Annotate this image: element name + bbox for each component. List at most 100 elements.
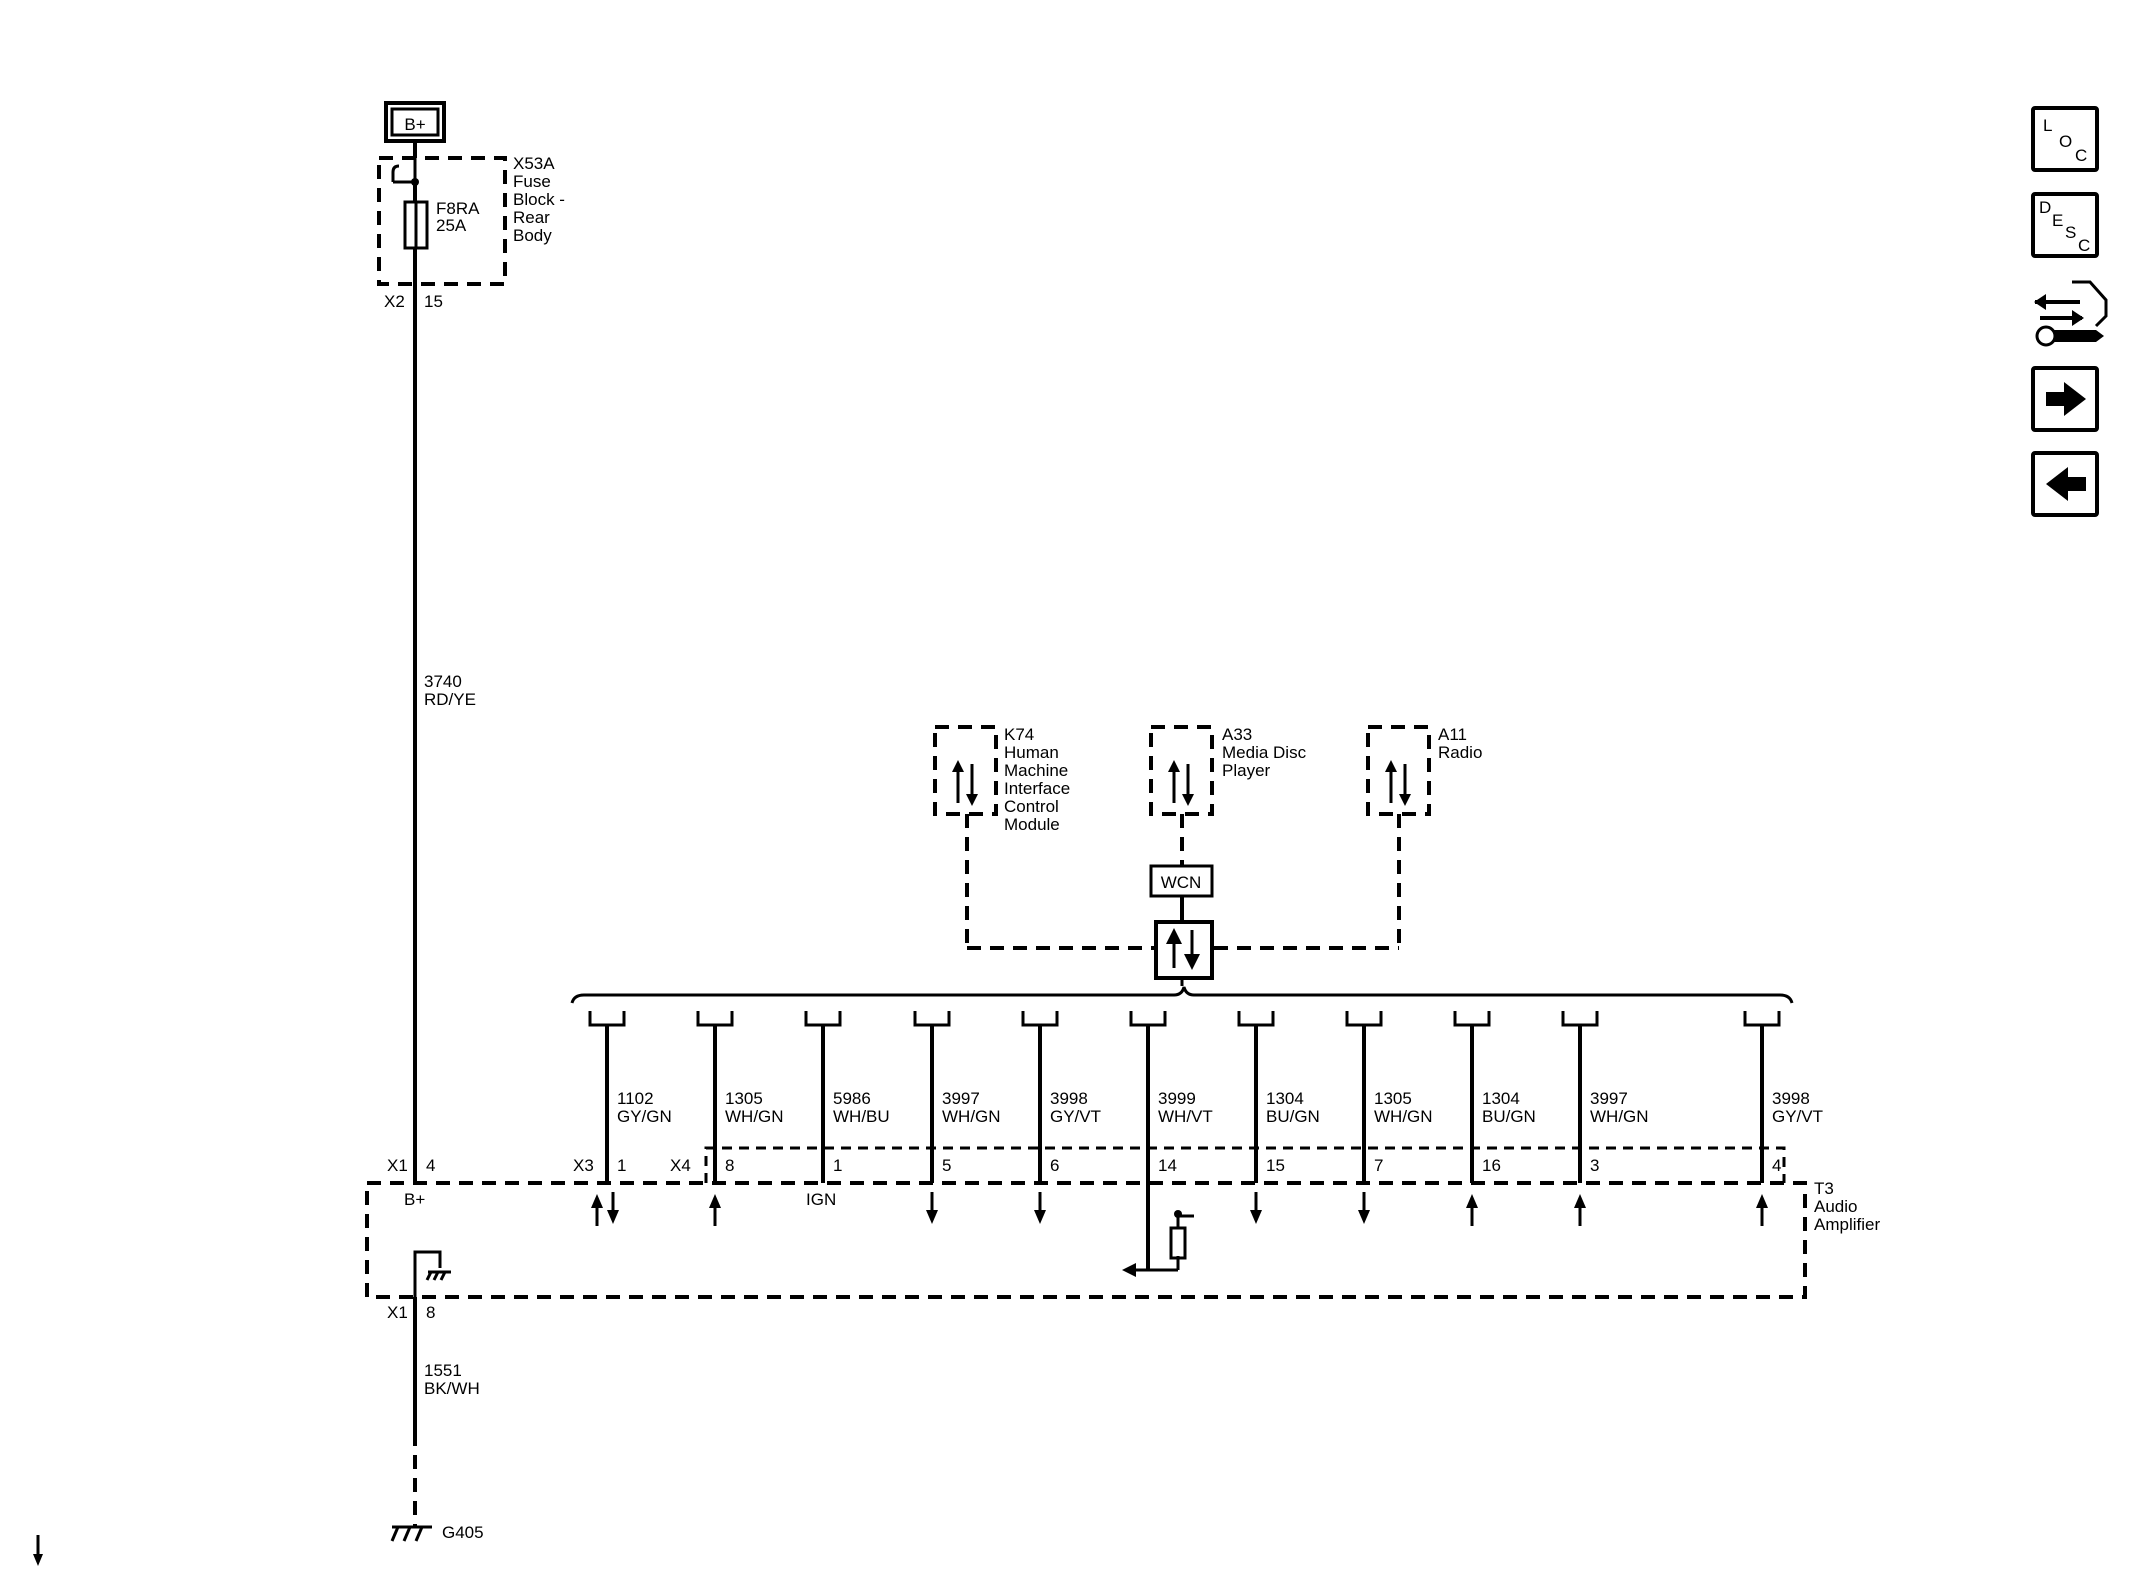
pin-label: 1 xyxy=(833,1156,842,1175)
arrow-right-icon xyxy=(2046,382,2086,416)
fuse-connector-label: X2 xyxy=(384,292,405,311)
data-link-bus xyxy=(965,814,1401,950)
svg-text:S: S xyxy=(2065,223,2076,242)
module-label: A11 xyxy=(1438,725,1467,744)
pin-label: 7 xyxy=(1374,1156,1383,1175)
wire-color-label: WH/GN xyxy=(725,1107,784,1126)
wire-circuit-label: 3999 xyxy=(1158,1089,1196,1108)
arrow-up-icon xyxy=(1756,1194,1768,1208)
desc-button[interactable]: D E S C xyxy=(2031,192,2099,258)
fuse-block-title: X53A xyxy=(513,154,555,173)
arrow-left-icon xyxy=(1122,1263,1136,1277)
wire-color-label: WH/VT xyxy=(1158,1107,1213,1126)
ground-wire-circuit: 1551 xyxy=(424,1361,462,1380)
connector-label: X3 xyxy=(573,1156,594,1175)
pin-label: 8 xyxy=(426,1303,435,1322)
wire-color-label: WH/GN xyxy=(942,1107,1001,1126)
arrow-down-icon xyxy=(1034,1210,1046,1224)
wire-color-label: BU/GN xyxy=(1266,1107,1320,1126)
arrow-down-icon xyxy=(33,1535,43,1566)
arrow-up-icon xyxy=(1574,1194,1586,1208)
pin-label: 1 xyxy=(617,1156,626,1175)
wcn-splice: WCN xyxy=(1149,864,1214,986)
pin-label: 4 xyxy=(426,1156,435,1175)
fuse-block-title: Fuse xyxy=(513,172,551,191)
arrow-up-icon xyxy=(1466,1194,1478,1208)
amplifier-title: Audio xyxy=(1814,1197,1857,1216)
arrow-down-icon xyxy=(1250,1210,1262,1224)
module-label: Module xyxy=(1004,815,1060,834)
connector-label: X4 xyxy=(670,1156,691,1175)
feed-wire-circuit: 3740 xyxy=(424,672,462,691)
amplifier-title: T3 xyxy=(1814,1179,1834,1198)
wire-circuit-label: 1304 xyxy=(1482,1089,1520,1108)
wire-circuit-label: 3997 xyxy=(1590,1089,1628,1108)
module-label: Control xyxy=(1004,797,1059,816)
module-label: Media Disc xyxy=(1222,743,1307,762)
power-label: B+ xyxy=(404,115,425,134)
wire-circuit-label: 3998 xyxy=(1772,1089,1810,1108)
pin-label: 16 xyxy=(1482,1156,1501,1175)
fuse-block: F8RA 25A X53A Fuse Block - Rear Body X2 … xyxy=(377,154,565,311)
wire-circuit-label: 3998 xyxy=(1050,1089,1088,1108)
module-a33: A33 Media Disc Player xyxy=(1149,725,1307,816)
wire-color-label: WH/GN xyxy=(1590,1107,1649,1126)
feed-wire-color: RD/YE xyxy=(424,690,476,709)
harness-bracket xyxy=(570,986,1794,1004)
signal-wires: 1102GY/GN11305WH/GN85986WH/BU13997WH/GN5… xyxy=(588,1011,1823,1277)
fuse-block-title: Block - xyxy=(513,190,565,209)
wire-color-label: BU/GN xyxy=(1482,1107,1536,1126)
svg-text:O: O xyxy=(2059,132,2072,151)
module-label: Interface xyxy=(1004,779,1070,798)
arrow-up-icon xyxy=(709,1194,721,1208)
chassis-ground-icon xyxy=(413,1250,442,1297)
wire-circuit-label: 1305 xyxy=(725,1089,763,1108)
next-button[interactable] xyxy=(2031,366,2099,432)
module-label: Radio xyxy=(1438,743,1482,762)
wire-circuit-label: 1102 xyxy=(617,1089,654,1108)
loc-button[interactable]: L O C xyxy=(2031,106,2099,172)
wire-circuit-label: 1305 xyxy=(1374,1089,1412,1108)
wire-circuit-label: 5986 xyxy=(833,1089,871,1108)
module-label: A33 xyxy=(1222,725,1252,744)
ground-symbol-icon xyxy=(390,1525,432,1542)
fuse-block-title: Rear xyxy=(513,208,550,227)
connector-repair-button[interactable] xyxy=(2034,280,2108,347)
arrow-down-icon xyxy=(607,1210,619,1224)
wire-color-label: WH/BU xyxy=(833,1107,890,1126)
arrow-down-icon xyxy=(926,1210,938,1224)
pin-label: 15 xyxy=(1266,1156,1285,1175)
wire-color-label: GY/VT xyxy=(1772,1107,1823,1126)
pin-label: 6 xyxy=(1050,1156,1059,1175)
ground-wire-color: BK/WH xyxy=(424,1379,480,1398)
arrow-down-icon xyxy=(1358,1210,1370,1224)
wire-circuit-label: 1304 xyxy=(1266,1089,1304,1108)
wire-color-label: GY/VT xyxy=(1050,1107,1101,1126)
audio-amplifier: T3 Audio Amplifier X1 4 B+ X3 X4 IGN X1 … xyxy=(365,1146,1880,1322)
prev-button[interactable] xyxy=(2031,451,2099,517)
svg-text:C: C xyxy=(2078,236,2090,255)
module-label: K74 xyxy=(1004,725,1034,744)
arrow-up-icon xyxy=(591,1194,603,1208)
module-k74: K74 Human Machine Interface Control Modu… xyxy=(933,725,1070,834)
module-label: Human xyxy=(1004,743,1059,762)
connector-repair-icon xyxy=(2034,280,2108,347)
fuse-pin-label: 15 xyxy=(424,292,443,311)
svg-text:C: C xyxy=(2075,146,2087,165)
module-a11: A11 Radio xyxy=(1366,725,1482,816)
connector-label: X1 xyxy=(387,1156,408,1175)
fuse-name-line: F8RA xyxy=(436,199,480,218)
power-input-label: B+ xyxy=(404,1190,425,1209)
connector-label: X1 xyxy=(387,1303,408,1322)
resistor-icon xyxy=(1169,1226,1187,1260)
ignition-label: IGN xyxy=(806,1190,836,1209)
